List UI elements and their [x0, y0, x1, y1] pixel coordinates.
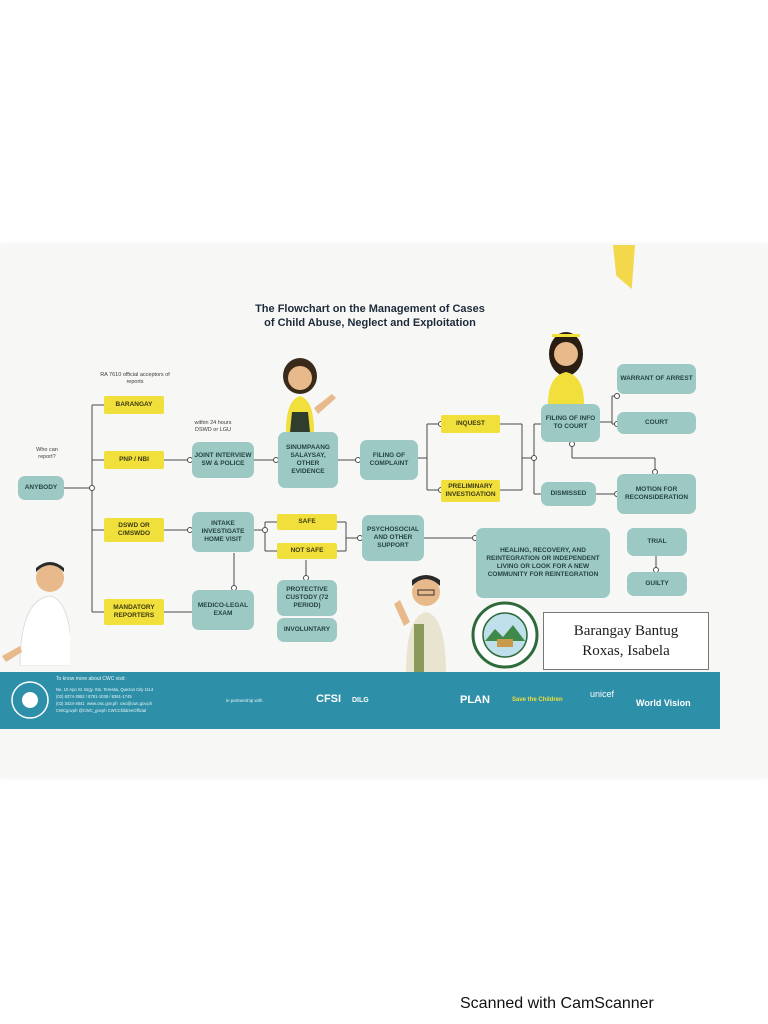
footer-email: cwc@cwc.gov.ph — [119, 701, 153, 706]
cwc-logo-icon — [11, 681, 49, 719]
logo-plan: PLAN — [460, 694, 490, 706]
node-dismissed: DISMISSED — [541, 482, 596, 506]
logo-dilg: DILG — [352, 697, 369, 704]
footer-partnership: in partnership with — [226, 698, 263, 703]
footer-banner: To know more about CWC visit: No. 10 Apo… — [0, 672, 720, 729]
logo-save-the-children: Save the Children — [512, 697, 563, 703]
node-inquest: INQUEST — [441, 415, 500, 433]
node-sinumpaang: SINUMPAANG SALAYSAY, OTHER EVIDENCE — [278, 432, 338, 488]
barangay-stamp: Barangay Bantug Roxas, Isabela — [543, 612, 709, 670]
node-healing: HEALING, RECOVERY, AND REINTEGRATION OR … — [476, 528, 610, 598]
flowchart-title: The Flowchart on the Management of Cases… — [160, 302, 580, 330]
girl-illustration — [283, 358, 336, 432]
node-filing-info-court: FILING OF INFO TO COURT — [541, 404, 600, 442]
node-psychosocial: PSYCHOSOCIAL AND OTHER SUPPORT — [362, 515, 424, 561]
node-joint-interview: JOINT INTERVIEW SW & POLICE — [192, 442, 254, 478]
node-protective-custody: PROTECTIVE CUSTODY (72 PERIOD) — [277, 580, 337, 616]
node-motion-reconsideration: MOTION FOR RECONSIDERATION — [617, 474, 696, 514]
footer-contacts: No. 10 Apo St. Brgy. Sto. Teresita, Quez… — [56, 686, 153, 714]
logo-world-vision: World Vision — [636, 698, 691, 708]
node-dswd: DSWD or C/MSWDO — [104, 518, 164, 542]
node-court: COURT — [617, 412, 696, 434]
logo-cfsi: CFSI — [316, 693, 342, 705]
logo-unicef: unicef — [590, 689, 615, 699]
node-preliminary-investigation: PRELIMINARY INVESTIGATION — [441, 480, 500, 502]
node-mandatory-reporters: MANDATORY REPORTERS — [104, 599, 164, 625]
footer-phone-2: (02) 3424-4841 — [56, 701, 85, 706]
node-safe: SAFE — [277, 514, 337, 530]
footer-social: CWCgovph @CWC_govph CWCChildrenOfficial — [56, 708, 147, 713]
boy-illustration — [2, 562, 70, 666]
node-barangay: BARANGAY — [104, 396, 164, 414]
camscanner-watermark: Scanned with CamScanner — [460, 995, 654, 1012]
man-illustration — [394, 575, 446, 674]
node-warrant-of-arrest: WARRANT OF ARREST — [617, 364, 696, 394]
node-trial: TRIAL — [627, 528, 687, 556]
stamp-line-1: Barangay Bantug — [573, 623, 679, 639]
footer-know-more: To know more about CWC visit: — [56, 676, 126, 682]
who-can-report-note: Who can report? — [36, 447, 58, 460]
node-involuntary: INVOLUNTARY — [277, 618, 337, 642]
node-guilty: GUILTY — [627, 572, 687, 596]
footer-phone: (02) 8374-3952 / 8781-1039 / 8361-1745 — [56, 694, 132, 699]
title-line-2: of Child Abuse, Neglect and Exploitation — [264, 317, 476, 329]
footer-web: www.cwc.gov.ph — [86, 701, 118, 706]
within-24-hours-note: within 24 hours DSWD or LGU — [194, 420, 232, 433]
node-pnp-nbi: PNP / NBI — [104, 451, 164, 469]
acceptors-note: RA 7610 official acceptors of reports — [100, 372, 170, 385]
title-line-1: The Flowchart on the Management of Cases — [255, 303, 485, 315]
node-filing-complaint: FILING OF COMPLAINT — [360, 440, 418, 480]
node-medico-legal: MEDICO-LEGAL EXAM — [192, 590, 254, 630]
barangay-seal — [471, 601, 539, 669]
woman-illustration — [548, 332, 584, 404]
footer-address: No. 10 Apo St. Brgy. Sto. Teresita, Quez… — [56, 687, 154, 692]
node-not-safe: NOT SAFE — [277, 543, 337, 559]
stamp-line-2: Roxas, Isabela — [582, 643, 670, 659]
node-anybody: ANYBODY — [18, 476, 64, 500]
node-intake: INTAKE INVESTIGATE HOME VISIT — [192, 512, 254, 552]
